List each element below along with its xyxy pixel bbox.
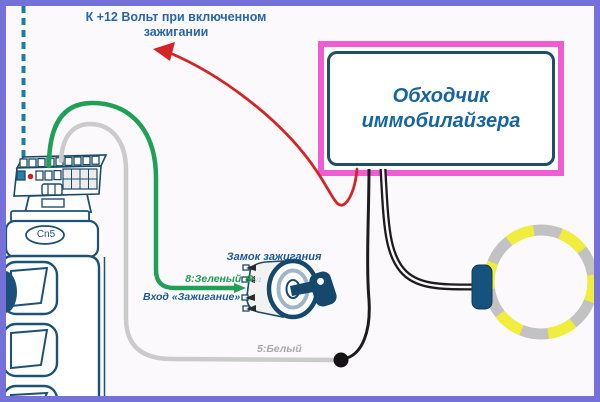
red-arrowhead [153, 42, 175, 61]
wire-black-single [346, 168, 371, 360]
ignition-lock-label: Замок зажигания [226, 251, 322, 263]
alarm-unit-drawing [0, 193, 106, 402]
antenna-connector [471, 264, 493, 310]
bypass-module-inner-frame: Обходчик иммобилайзера [327, 51, 555, 166]
green-arrowhead [234, 283, 246, 293]
bypass-module-box: Обходчик иммобилайзера [318, 41, 564, 176]
lock-terminal-label: 15/1 [249, 277, 262, 284]
wire-red [153, 42, 359, 207]
connector-pin2-red-dot [27, 173, 34, 180]
top-power-note-line2: зажигании [143, 25, 209, 39]
connector-latch [41, 183, 63, 196]
junction-dot [333, 352, 349, 368]
white-wire-label: 5:Белый [257, 343, 302, 355]
ignition-key [290, 271, 337, 307]
wire-green [46, 100, 246, 293]
bypass-module-title-line2: иммобилайзера [361, 109, 521, 132]
connector-pin-grid [62, 168, 98, 190]
top-power-note: К +12 Вольт при включенном зажигании [46, 10, 306, 40]
connector-label: Cn5 [36, 229, 56, 240]
green-wire-label: 8:Зеленый ⊕ [185, 273, 253, 285]
ignition-input-label: Вход «Зажигание» [143, 291, 241, 303]
ignition-lock-drawing [241, 258, 337, 320]
antenna-ring-yellow-segments [483, 224, 599, 340]
wire-black-pair [379, 168, 474, 291]
connector-drawing [13, 154, 108, 197]
wire-white [58, 121, 336, 363]
lock-terminal-arrows [245, 264, 256, 312]
antenna-ring [471, 224, 599, 340]
top-power-note-line1: К +12 Вольт при включенном [85, 10, 267, 24]
connector-pin1-blue [16, 170, 26, 181]
bypass-module-title-line1: Обходчик [392, 84, 490, 107]
